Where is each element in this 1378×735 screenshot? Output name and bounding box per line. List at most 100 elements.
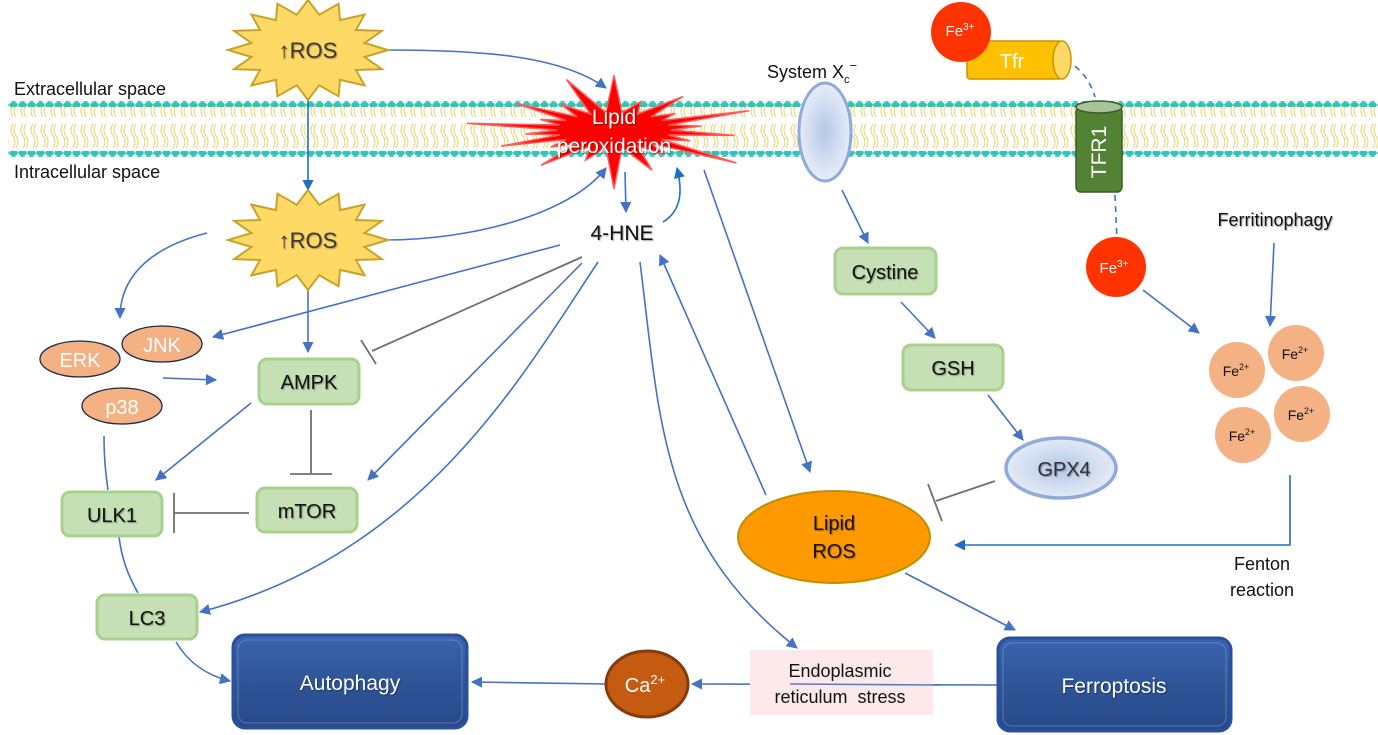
fe2-ion: Fe2+ [1209,342,1265,398]
system-xc-sub: c [844,74,850,86]
er-stress-line1: Endoplasmic [788,661,891,681]
tfr1-receptor: TFR1 [1075,100,1123,193]
ros-label: ROS [290,228,338,253]
fe3-base: Fe [946,23,964,40]
ros-extracellular-node: ↑ROS [224,0,392,102]
connectors [103,49,1291,690]
arrow-ampk-to-ulk1 [155,402,252,481]
svg-text:↑ROS: ↑ROS [279,38,338,63]
arrow-ros-intra-to-lipid-perox [384,167,607,241]
calcium-sup: 2+ [650,672,665,687]
calcium-base: Ca [625,675,651,697]
inhibitions [173,256,996,533]
lc3-node: LC3 [95,593,199,641]
up-arrow-icon: ↑ [279,228,290,253]
p38-label: p38 [105,397,138,419]
tfr1-label: TFR1 [1088,126,1111,179]
ferroptosis-label: Ferroptosis [1061,675,1166,698]
inhibit-hne-to-ampk-bar [360,339,377,365]
line-ulk1-to-lc3 [118,536,139,594]
arrow-ros-extra-to-lipid-perox [384,49,607,89]
lipid-peroxidation-line2: peroxidation [557,135,671,158]
lc3-label: LC3 [129,608,166,630]
arrow-lipid-ros-to-ferroptosis [904,572,1016,631]
svg-text:Fe2+: Fe2+ [1282,345,1309,362]
jnk-node: JNK [121,325,203,363]
arrow-mapk-to-ampk [162,374,218,386]
tfr-node: Tfr Fe3+ [931,2,1072,80]
arrow-lc3-to-autophagy [175,641,232,685]
arrow-ros-intra-to-mapk [114,232,208,320]
fe2-ion: Fe2+ [1274,386,1330,442]
gpx4-node: GPX4 [1004,436,1118,500]
autophagy-node: Autophagy [231,633,469,730]
arrow-lipid-ros-to-hne [658,253,767,496]
dashed-tfr1-to-fe3 [1114,194,1118,241]
up-arrow-icon: ↑ [279,38,290,63]
fe3-base: Fe [1100,260,1118,277]
arrow-system-xc-to-cystine [841,189,869,245]
system-xc-transporter: System Xc− [767,58,857,183]
arrow-lipid-perox-to-lipid-ros [703,169,812,474]
arrow-calcium-to-autophagy [470,676,607,688]
cystine-node: Cystine [833,246,938,296]
svg-text:Fe2+: Fe2+ [1223,362,1250,379]
gsh-node: GSH [901,343,1005,392]
tfr-label: Tfr [1000,51,1025,73]
arrow-fenton-to-lipid-ros [953,475,1291,551]
svg-text:↑ROS: ↑ROS [279,228,338,253]
intracellular-space-label: Intracellular space [14,162,160,182]
ampk-label: AMPK [281,372,338,394]
svg-text:Ca2+: Ca2+ [625,672,665,697]
fe2-ion: Fe2+ [1268,325,1324,381]
arrow-gsh-to-gpx4 [987,394,1024,441]
fe3-sup: 3+ [963,22,975,33]
lipid-ros-line1: Lipid [813,513,855,535]
inhibit-hne-to-ampk [371,256,583,352]
lipid-ros-node: Lipid ROS [737,490,931,584]
inhibit-gpx4-to-lipid-ros [935,480,996,502]
calcium-node: Ca2+ [604,649,690,719]
erk-label: ERK [59,350,101,372]
fe2-ion: Fe2+ [1215,407,1271,463]
mtor-node: mTOR [255,486,359,534]
extracellular-space-label: Extracellular space [14,79,166,99]
arrow-hne-to-lipid-perox [662,166,685,223]
ulk1-label: ULK1 [87,505,137,527]
svg-text:Fe3+: Fe3+ [946,22,975,40]
system-xc-ellipse [797,81,853,183]
arrow-ferritinophagy-to-fe2 [1264,242,1277,328]
fe3-extracellular-circle [931,2,991,62]
inhibit-gpx4-to-lipid-ros-bar [927,483,943,522]
arrow-hne-to-lc3 [198,261,599,615]
mtor-label: mTOR [278,501,337,523]
svg-text:Fe2+: Fe2+ [1229,427,1256,444]
membrane-tails [8,104,1378,154]
lipid-peroxidation-node: Lipid peroxidation [466,75,750,189]
fenton-label-line2: reaction [1230,580,1294,600]
svg-text:Fe2+: Fe2+ [1288,406,1315,423]
lipid-peroxidation-line1: Lipid [592,106,636,129]
ros-burst-shape [224,188,392,292]
ferritinophagy-label: Ferritinophagy [1217,210,1332,230]
ulk1-node: ULK1 [60,490,164,538]
tfr-cylinder-cap [1052,40,1072,80]
svg-text:Fe3+: Fe3+ [1100,259,1129,277]
p38-node: p38 [81,387,163,425]
gsh-label: GSH [931,358,974,380]
arrow-hne-to-jnk [211,244,561,340]
autophagy-label: Autophagy [300,672,401,695]
er-stress-node: Endoplasmic reticulum stress [750,650,941,715]
tfr1-cylinder-top [1075,100,1123,114]
membrane-inner-heads [8,151,1378,157]
lipid-ros-line2: ROS [812,541,855,563]
gpx4-label: GPX4 [1037,459,1090,481]
svg-text:System Xc−: System Xc− [767,58,857,86]
fenton-label-line1: Fenton [1234,554,1290,574]
er-stress-line2: reticulum stress [774,687,905,707]
cystine-label: Cystine [852,262,919,284]
fe2-ion-cluster: Fe2+ Fe2+ Fe2+ Fe2+ [1209,325,1330,463]
erk-node: ERK [39,340,121,378]
ros-label: ROS [290,38,338,63]
